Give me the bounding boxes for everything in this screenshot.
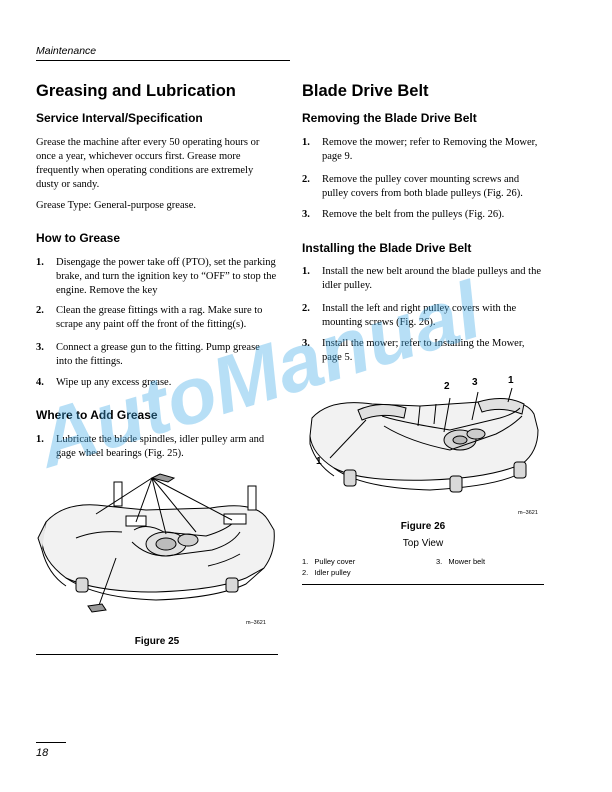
heading-service-interval: Service Interval/Specification bbox=[36, 111, 203, 125]
figure-26-caption: Figure 26 bbox=[400, 521, 446, 532]
how-step-2: 2. Clean the grease fittings with a rag.… bbox=[36, 304, 278, 334]
callout-1-left: 1 bbox=[316, 456, 322, 467]
callout-2: 2 bbox=[444, 381, 450, 392]
step-text: Lubricate the blade spindles, idler pull… bbox=[56, 434, 265, 459]
figure-25-rule bbox=[36, 654, 278, 655]
how-step-3: 3. Connect a grease gun to the fitting. … bbox=[36, 341, 278, 371]
removing-step-1: 1. Remove the mower; refer to Removing t… bbox=[302, 136, 544, 166]
step-text: Install the mower; refer to Installing t… bbox=[322, 338, 525, 363]
section-title-greasing: Greasing and Lubrication bbox=[36, 82, 236, 100]
page-number: 18 bbox=[36, 747, 49, 759]
figure-25-code: m–3621 bbox=[246, 620, 266, 626]
removing-step-3: 3. Remove the belt from the pulleys (Fig… bbox=[302, 208, 544, 224]
step-text: Remove the belt from the pulleys (Fig. 2… bbox=[322, 209, 505, 220]
figure-26-subcaption: Top View bbox=[402, 538, 444, 549]
removing-step-2: 2. Remove the pulley cover mounting scre… bbox=[302, 173, 544, 203]
grease-type-text: Grease Type: General-purpose grease. bbox=[36, 200, 196, 211]
service-interval-text: Grease the machine after every 50 operat… bbox=[36, 137, 260, 190]
step-number: 3. bbox=[302, 209, 310, 220]
legend-number: 1. bbox=[302, 557, 309, 566]
figure-26-code: m–3621 bbox=[518, 510, 538, 516]
legend-label: Pulley cover bbox=[314, 557, 356, 566]
figure-25-caption: Figure 25 bbox=[134, 636, 180, 647]
step-text: Disengage the power take off (PTO), set … bbox=[56, 257, 277, 296]
legend-label: Idler pulley bbox=[314, 568, 351, 577]
how-step-1: 1. Disengage the power take off (PTO), s… bbox=[36, 256, 278, 296]
heading-how-to-grease: How to Grease bbox=[36, 231, 121, 245]
step-text: Remove the mower; refer to Removing the … bbox=[322, 137, 538, 162]
callout-3: 3 bbox=[472, 377, 478, 388]
heading-removing-belt: Removing the Blade Drive Belt bbox=[302, 111, 477, 125]
legend-item-3: 3. Mower belt bbox=[436, 557, 485, 566]
installing-step-1: 1. Install the new belt around the blade… bbox=[302, 265, 544, 295]
figure-26-rule bbox=[302, 584, 544, 585]
figure-25-illustration bbox=[37, 473, 275, 613]
legend-label: Mower belt bbox=[448, 557, 486, 566]
step-number: 3. bbox=[302, 338, 310, 349]
step-text: Clean the grease fittings with a rag. Ma… bbox=[56, 305, 263, 330]
legend-number: 2. bbox=[302, 568, 309, 577]
header-rule bbox=[36, 60, 290, 61]
step-number: 2. bbox=[302, 174, 310, 185]
step-text: Wipe up any excess grease. bbox=[56, 377, 172, 388]
legend-item-2: 2. Idler pulley bbox=[302, 568, 351, 577]
step-number: 1. bbox=[36, 434, 44, 445]
figure-26-illustration bbox=[309, 387, 539, 493]
step-number: 2. bbox=[302, 303, 310, 314]
step-text: Connect a grease gun to the fitting. Pum… bbox=[56, 342, 260, 367]
heading-where-to-add-grease: Where to Add Grease bbox=[36, 408, 158, 422]
section-title-blade-drive-belt: Blade Drive Belt bbox=[302, 82, 429, 100]
step-number: 4. bbox=[36, 377, 44, 388]
page-number-rule bbox=[36, 742, 66, 743]
step-text: Install the left and right pulley covers… bbox=[322, 303, 517, 328]
step-number: 2. bbox=[36, 305, 44, 316]
installing-step-3: 3. Install the mower; refer to Installin… bbox=[302, 337, 544, 367]
callout-1-right: 1 bbox=[508, 375, 514, 386]
step-number: 3. bbox=[36, 342, 44, 353]
step-number: 1. bbox=[36, 257, 44, 268]
installing-step-2: 2. Install the left and right pulley cov… bbox=[302, 302, 544, 332]
step-number: 1. bbox=[302, 137, 310, 148]
how-step-4: 4. Wipe up any excess grease. bbox=[36, 376, 278, 392]
step-text: Remove the pulley cover mounting screws … bbox=[322, 174, 523, 199]
step-number: 1. bbox=[302, 266, 310, 277]
legend-number: 3. bbox=[436, 557, 443, 566]
legend-item-1: 1. Pulley cover bbox=[302, 557, 355, 566]
heading-installing-belt: Installing the Blade Drive Belt bbox=[302, 241, 472, 255]
step-text: Install the new belt around the blade pu… bbox=[322, 266, 541, 291]
where-step-1: 1. Lubricate the blade spindles, idler p… bbox=[36, 433, 278, 463]
running-header: Maintenance bbox=[36, 45, 97, 57]
